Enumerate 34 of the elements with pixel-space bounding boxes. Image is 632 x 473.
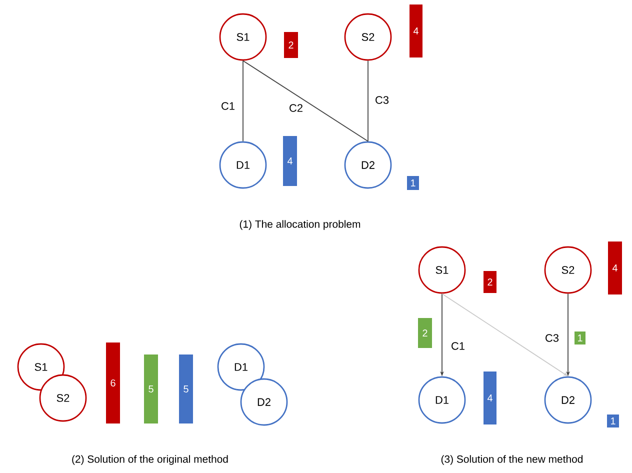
circle-node: D2 xyxy=(544,376,592,424)
edge-label: C2 xyxy=(288,103,304,113)
value-bar: 4 xyxy=(608,242,622,294)
circle-node: S2 xyxy=(544,246,592,294)
value-bar: 5 xyxy=(144,354,158,424)
value-bar: 5 xyxy=(179,354,193,424)
panel-caption: (3) Solution of the new method xyxy=(441,455,583,465)
value-bar: 1 xyxy=(607,414,619,428)
value-bar: 4 xyxy=(484,372,496,424)
edge-label: C1 xyxy=(220,101,236,111)
connector-line xyxy=(242,60,244,142)
circle-node: D1 xyxy=(219,141,267,189)
panel-caption: (1) The allocation problem xyxy=(240,220,360,230)
circle-node: S1 xyxy=(219,13,267,61)
value-bar: 2 xyxy=(418,318,432,348)
circle-node: D2 xyxy=(240,378,288,426)
circle-node: D1 xyxy=(418,376,466,424)
connector-line xyxy=(242,60,368,142)
panel-caption: (2) Solution of the original method xyxy=(72,455,228,465)
circle-node: S2 xyxy=(39,374,87,422)
edge-label: C1 xyxy=(450,341,466,351)
circle-node: S1 xyxy=(418,246,466,294)
value-bar: 1 xyxy=(574,332,586,344)
edge-label: C3 xyxy=(544,333,560,343)
value-bar: 4 xyxy=(410,4,422,58)
circle-node: S2 xyxy=(344,13,392,61)
edge-label: C3 xyxy=(374,95,390,105)
circle-node: D2 xyxy=(344,141,392,189)
value-bar: 2 xyxy=(284,32,298,58)
value-bar: 4 xyxy=(283,136,297,186)
value-bar: 6 xyxy=(106,342,120,424)
value-bar: 1 xyxy=(407,176,419,190)
circle-node: D1 xyxy=(217,343,265,391)
value-bar: 2 xyxy=(484,271,496,293)
